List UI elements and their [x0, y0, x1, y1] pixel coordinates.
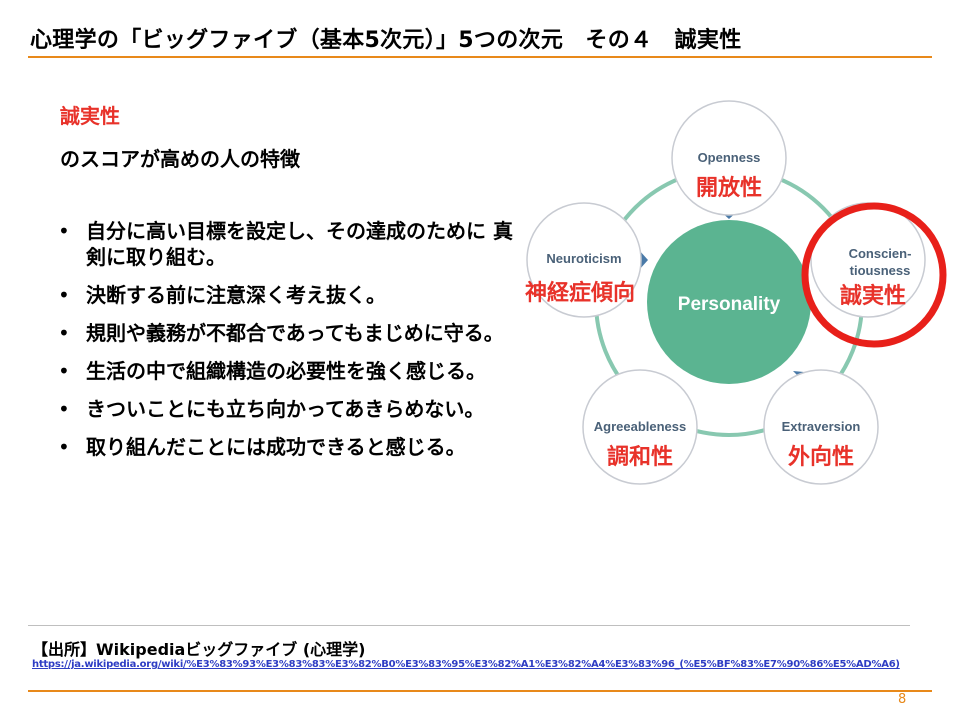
highlight-circle: [801, 202, 947, 348]
node-openness-jp-label: 開放性: [695, 176, 763, 201]
trait-name-heading: 誠実性: [60, 104, 120, 128]
list-item-text: 生活の中で組織構造の必要性を強く感じる。: [86, 359, 486, 383]
title-divider: [28, 56, 932, 58]
list-item-text: 規則や義務が不都合であってもまじめに守る。: [86, 321, 504, 345]
big-five-diagram: Personality Openness Conscien- tiousness…: [500, 80, 960, 510]
bullet-glyph: •: [58, 283, 70, 307]
node-conscientiousness-en-label-line1: Conscien-: [849, 246, 912, 261]
source-label: 【出所】Wikipediaビッグファイブ (心理学): [32, 640, 366, 659]
personality-center-circle: [647, 220, 811, 384]
list-item: • 取り組んだことには成功できると感じる。: [56, 434, 516, 460]
source-divider: [28, 625, 910, 626]
node-neuroticism-jp-label: 神経症傾向: [524, 281, 636, 306]
big-five-diagram-svg: Personality Openness Conscien- tiousness…: [526, 100, 947, 485]
slide-title: 心理学の「ビッグファイブ（基本5次元）」5つの次元 その４ 誠実性: [30, 28, 742, 53]
node-agreeableness-jp-label: 調和性: [606, 445, 674, 470]
bullet-glyph: •: [58, 321, 70, 345]
page-number: 8: [898, 692, 907, 707]
node-agreeableness-en-label: Agreeableness: [594, 419, 687, 434]
list-item-text: 自分に高い目標を設定し、その達成のために 真剣に取り組む。: [86, 219, 513, 269]
list-item-text: きついことにも立ち向かってあきらめない。: [86, 397, 485, 421]
list-item: • 規則や義務が不都合であってもまじめに守る。: [56, 320, 516, 346]
list-item-text: 決断する前に注意深く考え抜く。: [86, 283, 386, 307]
node-extraversion: Extraversion: [763, 369, 879, 485]
node-neuroticism: Neuroticism: [526, 202, 642, 318]
list-item: • 生活の中で組織構造の必要性を強く感じる。: [56, 358, 516, 384]
node-conscientiousness-en-label-line2: tiousness: [850, 263, 911, 278]
list-item-text: 取り組んだことには成功できると感じる。: [86, 435, 466, 459]
bullet-glyph: •: [58, 435, 70, 459]
node-openness-en-label: Openness: [698, 150, 761, 165]
list-item: • 決断する前に注意深く考え抜く。: [56, 282, 516, 308]
list-item: • 自分に高い目標を設定し、その達成のために 真剣に取り組む。: [56, 218, 516, 270]
bullet-glyph: •: [58, 359, 70, 383]
node-conscientiousness-jp-label: 誠実性: [839, 284, 907, 309]
trait-characteristics-list: • 自分に高い目標を設定し、その達成のために 真剣に取り組む。 • 決断する前に注意…: [56, 218, 516, 472]
list-item: • きついことにも立ち向かってあきらめない。: [56, 396, 516, 422]
node-extraversion-en-label: Extraversion: [782, 419, 861, 434]
node-neuroticism-en-label: Neuroticism: [546, 251, 621, 266]
node-extraversion-jp-label: 外向性: [787, 445, 855, 470]
trait-subheading: のスコアが高めの人の特徴: [60, 147, 300, 171]
node-openness: Openness: [671, 100, 787, 216]
source-link[interactable]: https://ja.wikipedia.org/wiki/%E3%83%93%…: [32, 659, 900, 670]
bullet-glyph: •: [58, 397, 70, 421]
personality-center-label: Personality: [678, 294, 781, 315]
node-agreeableness: Agreeableness: [582, 369, 698, 485]
footer-divider: [28, 690, 932, 692]
bullet-glyph: •: [58, 219, 70, 243]
